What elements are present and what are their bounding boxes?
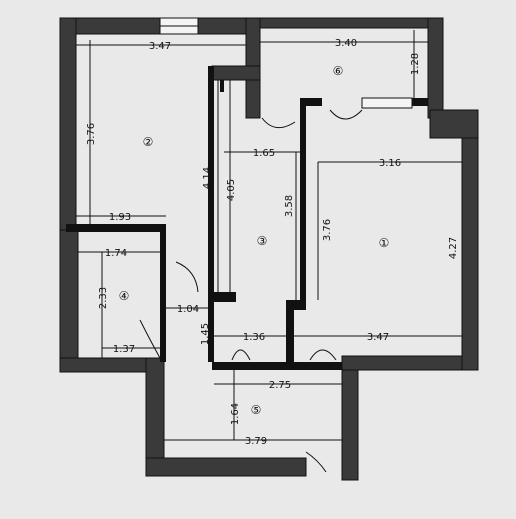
dimension-labels: 3.47 3.40 1.28 3.76 4.14 4.05 1.65 3.58 …: [86, 38, 459, 447]
door-room1-bottom: [309, 349, 337, 361]
dim-1-28: 1.28: [410, 53, 421, 75]
door-room6-left: [261, 117, 296, 129]
wall-top-left: [59, 17, 251, 35]
wall-left-lower: [59, 229, 79, 373]
wall-inner-vertical-right: [300, 98, 306, 308]
dim-1-45: 1.45: [200, 323, 211, 345]
dim-4-05: 4.05: [226, 179, 237, 201]
room-label-1: ①: [379, 236, 390, 250]
wall-left-upper: [59, 17, 77, 231]
wall-room1-bottom: [341, 355, 479, 371]
dim-3-76-room1: 3.76: [322, 219, 333, 241]
dim-4-27: 4.27: [448, 237, 459, 259]
dimension-lines: [76, 30, 463, 441]
door-room6-right: [329, 109, 363, 120]
dim-1-65: 1.65: [253, 148, 275, 159]
wall-inner-stub: [220, 80, 224, 92]
wall-room6-bottom-left: [300, 98, 322, 106]
window-room6: [361, 97, 413, 109]
dim-1-64: 1.64: [230, 403, 241, 425]
dim-3-40-top: 3.40: [335, 38, 357, 49]
room-label-6: ⑥: [333, 64, 344, 78]
dim-4-14: 4.14: [202, 167, 213, 189]
wall-room1-step: [286, 300, 306, 310]
walls: [59, 17, 479, 481]
door-room3: [175, 261, 199, 293]
wall-room2-top-step: [211, 65, 261, 81]
door-entrance: [305, 451, 327, 473]
door-room3-bottom-left: [231, 349, 251, 361]
dim-3-58: 3.58: [284, 195, 295, 217]
wall-room5-bottom: [145, 457, 307, 477]
room-label-2: ②: [143, 135, 154, 149]
dim-3-47-bottom: 3.47: [367, 332, 389, 343]
dim-1-93: 1.93: [109, 212, 131, 223]
dim-1-74: 1.74: [105, 248, 127, 259]
wall-room4-bottom: [59, 357, 161, 373]
windows: [159, 17, 413, 109]
wall-room1-corner: [429, 109, 479, 139]
wall-room2-bottom: [66, 224, 166, 232]
dim-1-04: 1.04: [177, 304, 199, 315]
room-label-5: ⑤: [251, 403, 262, 417]
room-label-3: ③: [257, 234, 268, 248]
room-label-4: ④: [119, 289, 130, 303]
dim-3-76-room2: 3.76: [86, 123, 97, 145]
wall-room6-right: [427, 17, 444, 119]
doors: [139, 109, 363, 473]
room-labels: ① ② ③ ④ ⑤ ⑥: [119, 64, 390, 417]
dim-1-37: 1.37: [113, 344, 135, 355]
dim-2-75: 2.75: [269, 380, 291, 391]
dim-3-79: 3.79: [245, 436, 267, 447]
dim-3-47-top: 3.47: [149, 41, 171, 52]
wall-room1-right: [461, 111, 479, 371]
dim-3-16: 3.16: [379, 158, 401, 169]
dim-1-36: 1.36: [243, 332, 265, 343]
wall-room3-right-lower: [286, 300, 294, 370]
wall-inner-vertical-left: [208, 66, 214, 362]
wall-column: [212, 292, 236, 302]
wall-room3-bottom: [212, 362, 342, 370]
wall-room5-right: [341, 367, 359, 481]
wall-room4-right: [160, 224, 166, 362]
dim-2-33: 2.33: [98, 287, 109, 309]
door-room4: [139, 319, 161, 359]
wall-top-right: [249, 17, 444, 29]
